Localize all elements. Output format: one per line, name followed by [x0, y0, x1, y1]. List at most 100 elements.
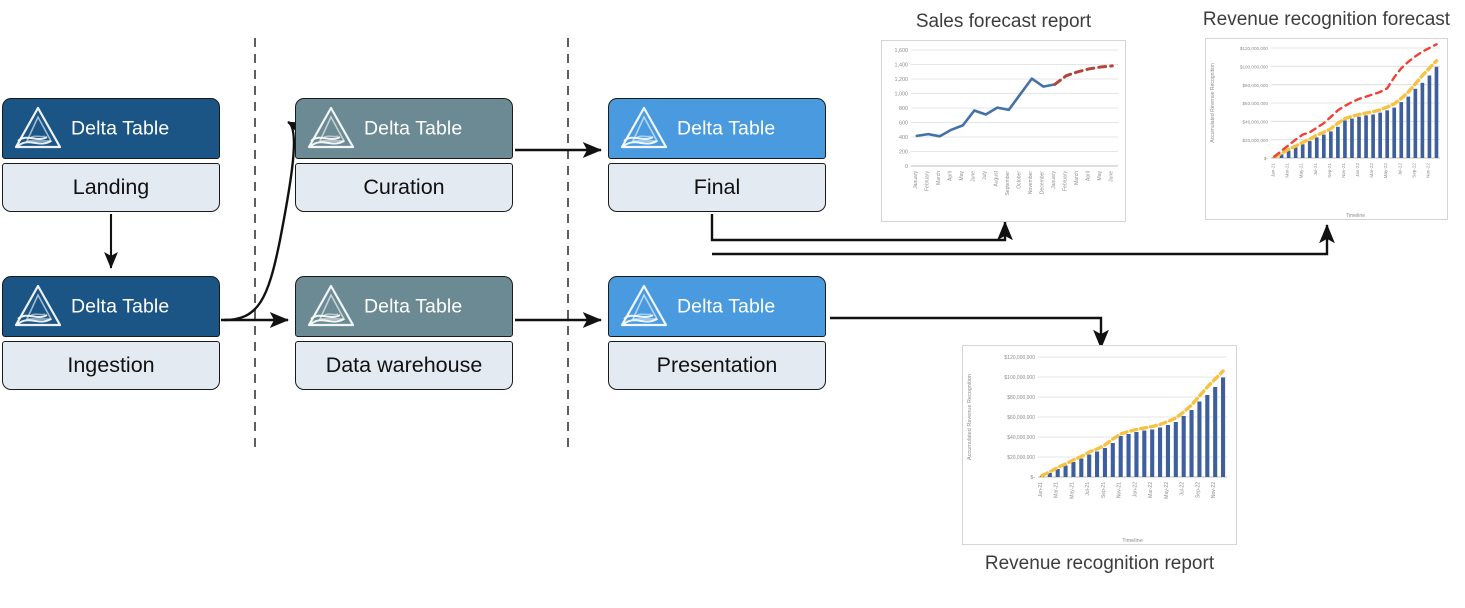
delta-lake-triangle-icon — [11, 103, 65, 155]
node-ingestion-header: Delta Table — [2, 276, 220, 337]
chart-frame — [881, 40, 1126, 222]
x-tick-label: February — [924, 171, 930, 192]
bar — [1221, 377, 1226, 477]
overlay-line-stretch — [1273, 43, 1438, 158]
y-tick-label: 1,400 — [895, 63, 909, 69]
bar — [1336, 126, 1340, 158]
x-tick-label: Jul-22 — [1397, 163, 1402, 176]
node-data-warehouse-label: Data warehouse — [295, 341, 513, 390]
y-axis-label: Accumulated Revenue Recognition — [967, 374, 973, 460]
node-ingestion-header-label: Delta Table — [71, 295, 170, 317]
x-tick-label: Jul-22 — [1180, 482, 1186, 496]
node-data-warehouse[interactable]: Delta Table Data warehouse — [295, 276, 513, 390]
y-tick-label: $100,000,000 — [1004, 375, 1035, 381]
node-curation[interactable]: Delta Table Curation — [295, 98, 513, 212]
connector-presentation-to-revenue-report — [830, 316, 1109, 349]
node-curation-header: Delta Table — [295, 98, 513, 159]
bar — [1142, 430, 1147, 477]
y-tick-label: $100,000,000 — [1240, 65, 1269, 70]
x-tick-label: May — [1097, 171, 1103, 181]
bar — [1110, 443, 1115, 477]
bar — [1047, 473, 1052, 477]
y-tick-label: 0 — [905, 164, 908, 170]
x-tick-label: April — [947, 171, 953, 181]
x-tick-label: May-22 — [1164, 482, 1170, 499]
bar — [1371, 114, 1375, 158]
y-tick-label: 400 — [899, 135, 908, 141]
chart-plot-area: $-$20,000,000$40,000,000$60,000,000$80,0… — [1210, 43, 1440, 219]
delta-lake-triangle-icon — [304, 281, 358, 333]
bar — [1055, 469, 1060, 477]
bar — [1300, 144, 1305, 158]
node-final[interactable]: Delta Table Final — [608, 98, 826, 212]
bar — [1406, 96, 1411, 158]
x-tick-label: May-22 — [1383, 163, 1388, 179]
overlay-line-plan — [1272, 59, 1439, 159]
bar — [1173, 422, 1178, 477]
connector-ingestion-to-curation — [223, 120, 308, 322]
y-tick-label: $80,000,000 — [1242, 83, 1268, 88]
chart-plot-area: $-$20,000,000$40,000,000$60,000,000$80,0… — [967, 355, 1227, 544]
x-tick-label: Mar-21 — [1054, 482, 1060, 498]
chart-revenue-recognition-report[interactable]: Revenue recognition report $-$20,000,000… — [962, 345, 1237, 574]
bar — [1150, 429, 1155, 477]
chart-title: Sales forecast report — [915, 11, 1092, 32]
bar — [1118, 436, 1123, 477]
node-presentation[interactable]: Delta Table Presentation — [608, 276, 826, 390]
chart-title: Revenue recognition report — [984, 553, 1215, 574]
bar — [1189, 410, 1194, 477]
bar — [1427, 75, 1432, 158]
y-tick-label: 1,000 — [895, 92, 909, 98]
bar — [1378, 112, 1382, 158]
x-tick-label: March — [1074, 171, 1080, 185]
y-tick-label: $60,000,000 — [1007, 415, 1035, 421]
bar — [1286, 150, 1291, 158]
x-tick-label: Nov-22 — [1211, 482, 1217, 498]
bar — [1126, 434, 1131, 477]
node-presentation-label: Presentation — [608, 341, 826, 390]
x-tick-label: October — [1016, 171, 1022, 189]
node-landing[interactable]: Delta Table Landing — [2, 98, 220, 212]
bar — [1364, 115, 1368, 158]
x-tick-label: May-21 — [1299, 163, 1304, 179]
x-tick-label: Mar-22 — [1148, 482, 1154, 498]
x-tick-label: May-21 — [1069, 482, 1075, 499]
x-tick-label: Sep-21 — [1101, 482, 1107, 498]
bar — [1205, 395, 1210, 477]
y-tick-label: $40,000,000 — [1242, 120, 1268, 125]
x-tick-label: June — [1108, 171, 1114, 182]
x-tick-label: Mar-21 — [1285, 163, 1290, 178]
bar — [1385, 110, 1390, 158]
x-tick-label: January — [913, 171, 919, 189]
bar — [1134, 432, 1139, 477]
x-tick-label: December — [1039, 171, 1045, 194]
bar — [1102, 448, 1107, 477]
chart-revenue-recognition-forecast[interactable]: Revenue recognition forecast $-$20,000,0… — [1203, 9, 1450, 220]
node-final-label: Final — [608, 163, 826, 212]
y-axis-label: Accumulated Revenue Recognition — [1210, 63, 1216, 143]
bar — [1165, 425, 1170, 477]
x-tick-label: September — [1005, 171, 1011, 196]
connector-final-to-sales-forecast — [710, 214, 1013, 242]
x-tick-label: July — [982, 171, 988, 180]
node-landing-label: Landing — [2, 163, 220, 212]
node-ingestion[interactable]: Delta Table Ingestion — [2, 276, 220, 390]
y-tick-label: $- — [1264, 156, 1269, 161]
x-tick-label: Jul-21 — [1313, 163, 1318, 176]
bar — [1420, 82, 1425, 158]
y-tick-label: 200 — [899, 150, 908, 156]
y-tick-label: $20,000,000 — [1242, 138, 1268, 143]
chart-plot-area: 02004006008001,0001,2001,4001,600January… — [895, 48, 1118, 196]
bar — [1321, 134, 1326, 158]
node-presentation-header-label: Delta Table — [677, 295, 776, 317]
bar — [1329, 131, 1333, 158]
x-tick-label: May — [959, 171, 965, 181]
x-tick-label: Jan-22 — [1355, 163, 1360, 177]
y-tick-label: 1,200 — [895, 77, 909, 83]
bar — [1063, 465, 1068, 477]
bar — [1434, 66, 1439, 158]
bar — [1392, 107, 1397, 158]
